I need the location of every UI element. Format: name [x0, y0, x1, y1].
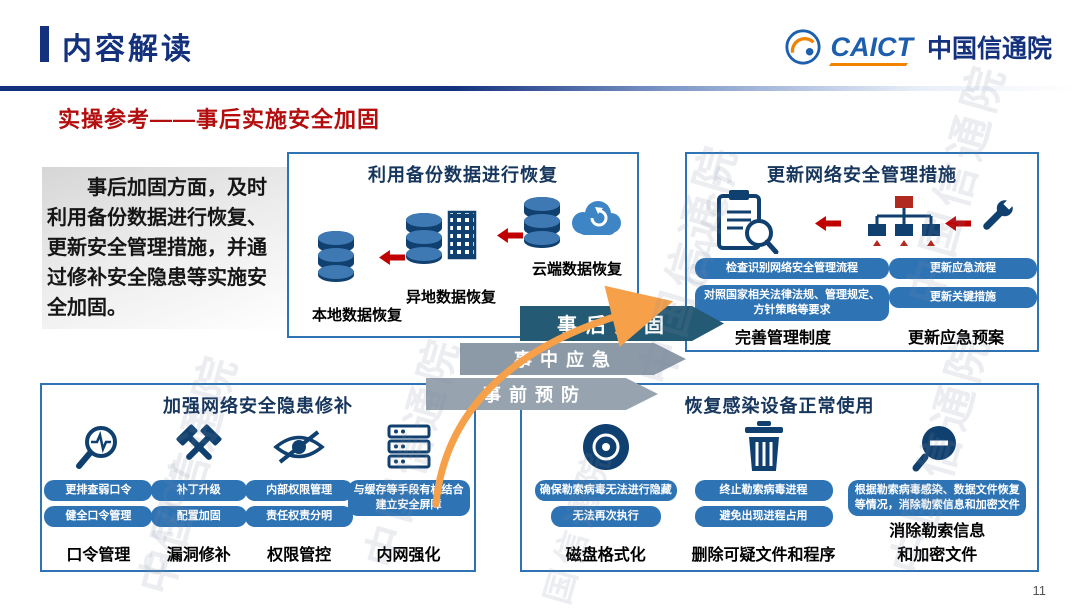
intranet-hardening-label: 内网强化: [376, 547, 441, 564]
repair-pill: 更排查弱口令: [44, 480, 153, 501]
caict-cn-text: 中国信通院: [926, 35, 1052, 63]
clipboard-audit-icon: [717, 190, 779, 254]
title-accent-bar: [40, 26, 49, 62]
minus-circle-icon: [912, 426, 957, 472]
database-icon: [406, 213, 442, 264]
manage-box-title: 更新网络安全管理措施: [767, 165, 957, 185]
repair-pill: 责任权责分明: [245, 505, 354, 527]
restore-pill: 根据勒索病毒感染、数据文件恢复等情况，消除勒索信息和加密文件: [848, 480, 1027, 516]
manage-left-label: 完善管理制度: [734, 330, 831, 347]
repair-columns: 更排查弱口令 健全口令管理 口令管理 补丁升级 配置加固 漏洞修补: [44, 419, 470, 565]
restore-columns: 确保勒索病毒无法进行隐藏 无法再次执行 磁盘格式化 终止勒索病毒进程 避免出现进…: [528, 419, 1031, 565]
update-management-box: 更新网络安全管理措施 检查识别网络安: [685, 152, 1039, 352]
wrench-icon: [983, 198, 1015, 230]
flow-before-label: 事前预防: [483, 385, 587, 405]
icon-slot: [911, 419, 963, 475]
page-title: 内容解读: [62, 33, 194, 66]
permission-control-label: 权限管控: [267, 547, 332, 564]
page-number: 11: [1032, 583, 1047, 598]
manage-pill: 更新应急流程: [889, 258, 1037, 279]
repair-pill: 补丁升级: [150, 480, 247, 501]
magnifier-pulse-icon: [76, 426, 118, 469]
remove-ransom-label: 消除勒索信息和加密文件: [889, 523, 986, 564]
crossed-hammers-icon: [176, 424, 222, 460]
icon-slot: [172, 419, 226, 475]
caict-logo: CAICT 中国信通院: [784, 28, 1052, 66]
icon-slot: [741, 419, 787, 475]
cloud-recovery-label: 云端数据恢复: [531, 261, 622, 278]
restore-box-title: 恢复感染设备正常使用: [684, 396, 875, 416]
manage-pill: 更新关键措施: [889, 287, 1037, 308]
local-recovery-label: 本地数据恢复: [311, 307, 402, 324]
caict-globe-icon: [785, 29, 822, 65]
flow-before-arrow: 事前预防: [426, 378, 658, 410]
restore-devices-box: 恢复感染设备正常使用 确保勒索病毒无法进行隐藏 无法再次执行 磁盘格式化: [520, 383, 1039, 572]
manage-pill: 检查识别网络安全管理流程: [695, 258, 889, 279]
delete-files-column: 终止勒索病毒进程 避免出现进程占用 删除可疑文件和程序: [684, 419, 844, 565]
repair-pill: 内部权限管理: [245, 480, 354, 501]
icon-slot: [580, 419, 632, 475]
repair-pill: 与缓存等手段有机结合建立安全屏障: [347, 480, 470, 516]
caict-logo-text: CAICT: [830, 32, 919, 63]
flowchart-icon: [868, 196, 940, 246]
backup-recovery-box: 利用备份数据进行恢复 本地数据恢复: [287, 152, 639, 338]
disk-format-label: 磁盘格式化: [565, 547, 646, 564]
icon-slot: [386, 419, 432, 475]
restore-pill: 无法再次执行: [550, 505, 661, 527]
password-management-label: 口令管理: [66, 547, 131, 564]
patch-repair-column: 补丁升级 配置加固 漏洞修补: [149, 419, 249, 565]
arrow-left-icon: [815, 216, 841, 231]
manage-pill: 对照国家相关法律法规、管理规定、方针策略等要求: [695, 285, 889, 321]
delete-files-label: 删除可疑文件和程序: [691, 547, 836, 564]
icon-slot: [272, 419, 326, 475]
vulnerability-repair-box: 加强网络安全隐患修补 更排查弱口令 健全口令管理 口令管理: [40, 383, 476, 572]
header-divider: [0, 86, 1080, 91]
flow-after-label: 事后加固: [557, 315, 673, 337]
restore-pill: 终止勒索病毒进程: [694, 480, 833, 501]
trash-icon: [744, 421, 783, 471]
restore-pill: 避免出现进程占用: [694, 505, 833, 527]
remove-ransom-column: 根据勒索病毒感染、数据文件恢复等情况，消除勒索信息和加密文件 消除勒索信息和加密…: [846, 419, 1028, 565]
flow-after-arrow: 事后加固: [520, 306, 724, 341]
backup-box-title: 利用备份数据进行恢复: [368, 165, 558, 185]
cloud-icon: [572, 201, 621, 235]
password-management-column: 更排查弱口令 健全口令管理 口令管理: [44, 419, 153, 565]
arrow-left-icon: [945, 216, 971, 231]
disk-format-column: 确保勒索病毒无法进行隐藏 无法再次执行 磁盘格式化: [531, 419, 681, 565]
building-icon: [447, 210, 477, 260]
arrow-left-icon: [379, 250, 405, 265]
section-title: 实操参考——事后实施安全加固: [58, 107, 381, 132]
restore-pill: 确保勒索病毒无法进行隐藏: [534, 480, 677, 501]
flow-during-label: 事中应急: [514, 350, 618, 370]
flow-during-arrow: 事中应急: [460, 343, 686, 375]
intranet-hardening-column: 与缓存等手段有机结合建立安全屏障 内网强化: [347, 419, 470, 565]
repair-pill: 配置加固: [150, 505, 247, 527]
repair-box-title: 加强网络安全隐患修补: [163, 396, 353, 416]
manage-right-label: 更新应急预案: [907, 330, 1004, 347]
server-icon: [387, 424, 431, 469]
repair-pill: 健全口令管理: [44, 505, 153, 527]
remote-recovery-label: 异地数据恢复: [405, 289, 496, 306]
patch-repair-label: 漏洞修补: [166, 547, 231, 564]
disc-icon: [582, 424, 629, 470]
eye-off-icon: [273, 430, 325, 464]
database-icon: [524, 197, 560, 248]
arrow-left-icon: [497, 228, 523, 243]
intro-paragraph: 事后加固方面，及时利用备份数据进行恢复、更新安全管理措施，并通过修补安全隐患等实…: [42, 167, 288, 329]
database-icon: [318, 231, 354, 282]
permission-control-column: 内部权限管理 责任权责分明 权限管控: [245, 419, 354, 565]
icon-slot: [74, 419, 122, 475]
